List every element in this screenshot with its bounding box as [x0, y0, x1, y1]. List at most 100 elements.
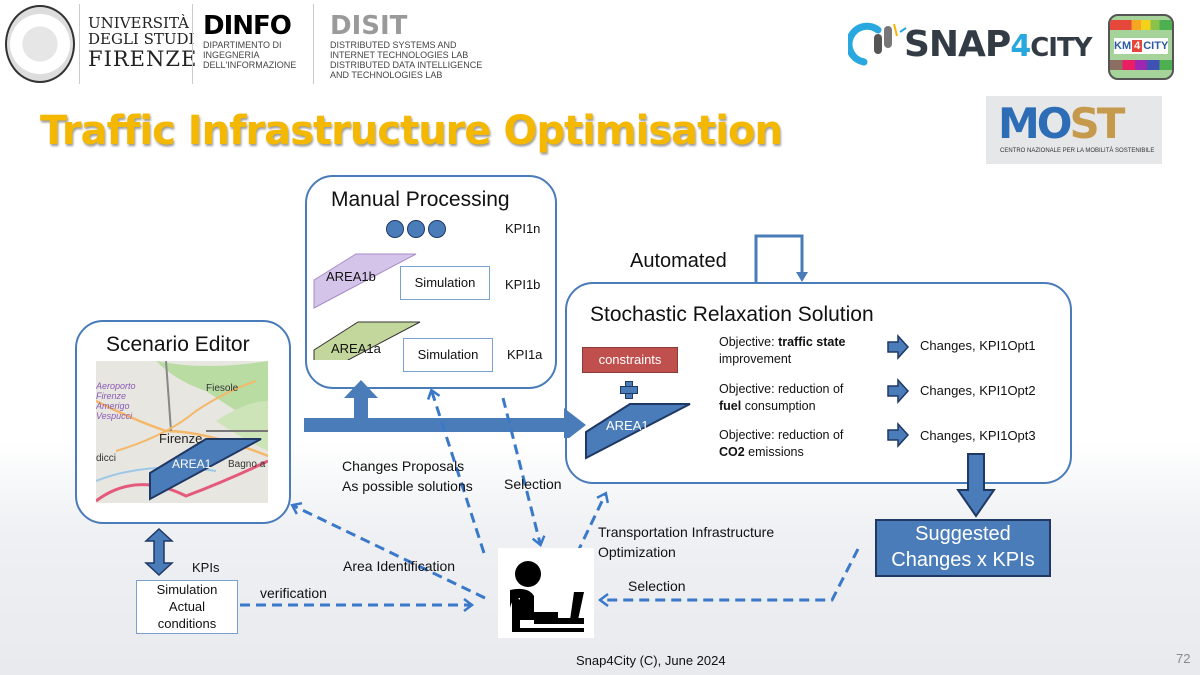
area1b-shape[interactable] [313, 253, 417, 309]
selection-top-connector [501, 397, 546, 547]
right-arrow-icon [887, 334, 910, 360]
slide-title: Traffic Infrastructure Optimisation [40, 108, 783, 154]
simulation-actual-conditions-box[interactable]: Simulation Actual conditions [136, 580, 238, 634]
sim-actual-line1: Simulation [156, 582, 218, 597]
dinfo-line1: DIPARTIMENTO DI [203, 40, 282, 50]
map-label-firenze: Firenze [159, 431, 203, 446]
area1-map-polygon[interactable] [149, 438, 262, 501]
disit-name: DISIT [330, 11, 408, 41]
result-kpi1opt1: Changes, KPI1Opt1 [920, 338, 1036, 353]
tio-line2: Optimization [598, 544, 676, 560]
objective-3-line2: emissions [744, 445, 804, 459]
objective-3-line1: Objective: reduction of [719, 428, 844, 442]
stochastic-relaxation-box [565, 282, 1072, 484]
simulation-box-1a[interactable]: Simulation [403, 338, 493, 372]
sim-actual-line2: Actual [168, 599, 206, 614]
dinfo-name: DINFO [203, 11, 292, 41]
km-city: CITY [1143, 40, 1169, 52]
selection-bottom-connector [597, 548, 860, 607]
stochastic-area1-label: AREA1 [606, 418, 649, 433]
verification-label: verification [260, 585, 327, 601]
map-label-airport: Aeroporto Firenze Amerigo Vespucci [96, 381, 136, 421]
map-label-bagno: Bagno a R [228, 459, 268, 470]
most-mo: MO [998, 99, 1072, 148]
disit-logo: DISIT DISTRIBUTED SYSTEMS AND INTERNET T… [330, 12, 482, 80]
divider [192, 4, 193, 84]
manual-processing-title: Manual Processing [331, 188, 510, 211]
divider [313, 4, 314, 84]
right-arrow-icon [887, 422, 910, 448]
changes-proposals-line2: As possible solutions [342, 478, 473, 494]
disit-line3: DISTRIBUTED DATA INTELLIGENCE [330, 60, 483, 70]
snap-text: SNAP [904, 24, 1011, 65]
changes-proposals-label: Changes Proposals As possible solutions [342, 456, 473, 496]
objective-1: Objective: traffic state improvement [719, 334, 845, 368]
snap4city-hand-icon [848, 22, 907, 66]
disit-line2: INTERNET TECHNOLOGIES LAB [330, 50, 469, 60]
area1b-label: AREA1b [326, 269, 376, 284]
selection-top-label: Selection [504, 476, 562, 492]
objective-arrows [887, 334, 910, 448]
suggested-line1: Suggested [915, 523, 1011, 545]
kpi1n-label: KPI1n [505, 221, 541, 236]
automated-loop-arrow [754, 234, 808, 282]
sim-actual-line3: conditions [157, 616, 217, 631]
snap-four: 4 [1010, 29, 1031, 64]
changes-proposals-connector [426, 388, 486, 554]
objective-2-line1: Objective: reduction of [719, 382, 844, 396]
km4city-icons-bottom [1110, 60, 1172, 70]
ellipsis-dots [386, 220, 446, 243]
map-label-scandicci: dicci [96, 453, 117, 464]
constraints-box[interactable]: constraints [582, 347, 678, 373]
objective-1-line2: improvement [719, 352, 792, 366]
objective-2-line2: consumption [741, 399, 816, 413]
unifi-line2: DEGLI STUDI [88, 29, 195, 48]
result-kpi1opt2: Changes, KPI1Opt2 [920, 383, 1036, 398]
main-flow-arrow [304, 380, 586, 438]
automated-label: Automated [630, 250, 727, 272]
simulation-box-1b[interactable]: Simulation [400, 266, 490, 300]
stochastic-relaxation-title: Stochastic Relaxation Solution [590, 303, 874, 326]
area1a-shape[interactable] [313, 321, 421, 360]
km-text: KM [1114, 40, 1132, 52]
area1a-label: AREA1a [331, 341, 381, 356]
unifi-logo-text: UNIVERSITÀ DEGLI STUDI FIRENZE [88, 15, 198, 71]
suggested-changes-box[interactable]: Suggested Changes x KPIs [875, 519, 1051, 577]
tio-line1: Transportation Infrastructure [598, 524, 775, 540]
objective-1-bold: traffic state [778, 335, 846, 349]
dot-icon [386, 220, 404, 238]
km-four: 4 [1132, 40, 1143, 52]
dinfo-logo: DINFO DIPARTIMENTO DI INGEGNERIA DELL'IN… [203, 12, 296, 70]
disit-line1: DISTRIBUTED SYSTEMS AND [330, 40, 457, 50]
stochastic-area1-shape[interactable] [582, 400, 694, 462]
kpi1b-label: KPI1b [505, 277, 541, 292]
selection-bottom-label: Selection [628, 578, 686, 594]
map-label-fiesole: Fiesole [206, 383, 239, 394]
manual-area-shapes [313, 253, 421, 360]
scenario-editor-title: Scenario Editor [106, 333, 250, 356]
map-roads [96, 361, 268, 503]
unifi-line3: FIRENZE [88, 46, 198, 71]
dinfo-line2: INGEGNERIA [203, 50, 260, 60]
user-at-laptop-icon [498, 548, 594, 638]
kpi1a-label: KPI1a [507, 347, 543, 362]
snap-city: CITY [1030, 33, 1092, 63]
result-kpi1opt3: Changes, KPI1Opt3 [920, 428, 1036, 443]
most-logo: MOST CENTRO NAZIONALE PER LA MOBILITÀ SO… [986, 96, 1162, 164]
scenario-map[interactable]: Aeroporto Firenze Amerigo Vespucci Fieso… [96, 361, 268, 503]
suggested-line2: Changes x KPIs [891, 549, 1035, 571]
dinfo-line3: DELL'INFORMAZIONE [203, 60, 297, 70]
down-arrow-to-suggested [956, 453, 996, 518]
most-subtitle: CENTRO NAZIONALE PER LA MOBILITÀ SOSTENI… [1000, 148, 1155, 154]
dot-icon [428, 220, 446, 238]
page-number: 72 [1176, 651, 1191, 666]
most-st: ST [1069, 99, 1126, 148]
objective-3-bold: CO2 [719, 445, 745, 459]
objective-2: Objective: reduction of fuel consumption [719, 381, 843, 415]
double-arrow [144, 527, 174, 577]
area-identification-label: Area Identification [343, 558, 456, 574]
objective-2-bold: fuel [719, 399, 742, 413]
divider [79, 4, 80, 84]
